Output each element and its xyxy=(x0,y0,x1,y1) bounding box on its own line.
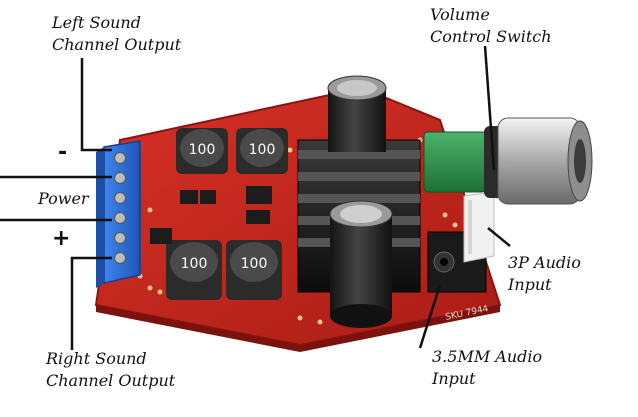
left-sound-output-line1: Left Sound xyxy=(52,13,141,32)
right-sound-output-label: Right Sound Channel Output xyxy=(46,348,175,392)
inductor-bottom-left xyxy=(166,240,222,300)
volume-switch-line1: Volume xyxy=(430,5,490,24)
audio-3p-input-line1: 3P Audio xyxy=(508,253,581,272)
inductor-top-right xyxy=(236,128,288,174)
inductor-marking: 100 xyxy=(241,256,268,272)
inductor-marking: 100 xyxy=(181,256,208,272)
volume-potentiometer xyxy=(423,117,593,205)
right-sound-output-line1: Right Sound xyxy=(46,349,147,368)
minus-sign: - xyxy=(58,140,68,165)
callout-lines xyxy=(0,45,511,350)
right-sound-output-line2: Channel Output xyxy=(46,371,176,390)
plus-sign: + xyxy=(52,226,71,251)
audio-3-5mm-input-line1: 3.5MM Audio xyxy=(432,347,543,366)
audio-3p-input-label: 3P Audio Input xyxy=(508,252,581,296)
audio-3p-input-line2: Input xyxy=(508,275,552,294)
capacitor-top xyxy=(327,75,387,152)
audio-connector-3p xyxy=(463,191,495,263)
volume-switch-line2: Control Switch xyxy=(430,27,552,46)
pcb-pads xyxy=(137,137,458,325)
power-label: Power xyxy=(38,189,89,208)
inductor-bottom-right xyxy=(226,240,282,300)
audio-3-5mm-input-line2: Input xyxy=(432,369,476,388)
capacitor-bottom xyxy=(329,200,393,328)
left-sound-output-label: Left Sound Channel Output xyxy=(52,12,181,56)
inductor-top-left xyxy=(176,128,228,174)
smd-chips xyxy=(150,186,272,244)
inductor-marking: 100 xyxy=(249,142,276,158)
audio-3-5mm-input-label: 3.5MM Audio Input xyxy=(432,346,542,390)
speaker-power-terminal xyxy=(96,140,141,288)
inductor-marking: 100 xyxy=(189,142,216,158)
left-sound-output-line2: Channel Output xyxy=(52,35,182,54)
volume-switch-label: Volume Control Switch xyxy=(430,4,552,48)
